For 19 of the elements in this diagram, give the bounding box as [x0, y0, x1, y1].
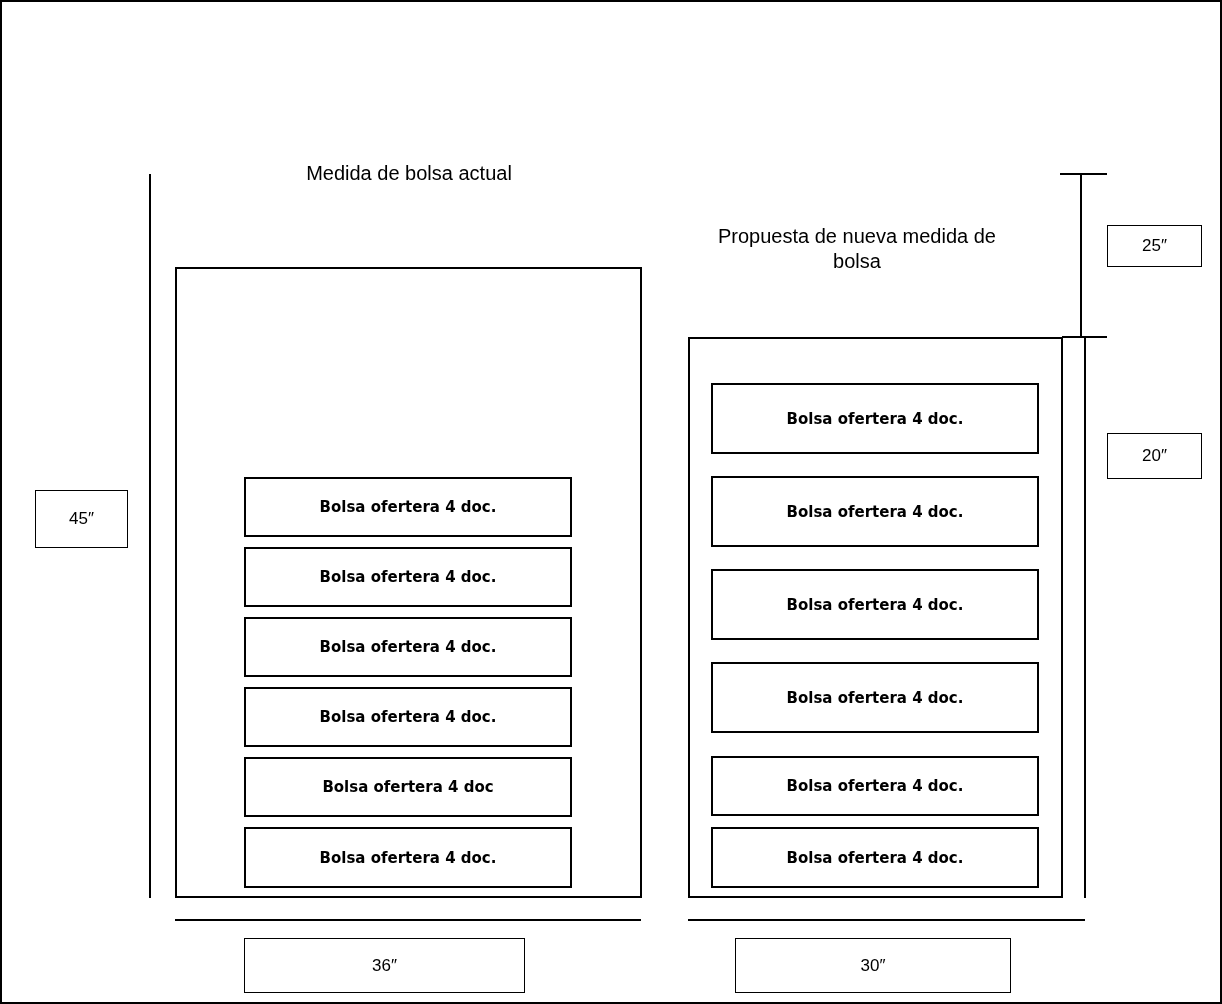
bag-box: Bolsa ofertera 4 doc. — [711, 756, 1039, 816]
dimension-box: 25″ — [1107, 225, 1202, 267]
bag-box: Bolsa ofertera 4 doc. — [244, 617, 572, 677]
bag-box: Bolsa ofertera 4 doc. — [711, 476, 1039, 547]
bag-box: Bolsa ofertera 4 doc — [244, 757, 572, 817]
bag-box: Bolsa ofertera 4 doc. — [244, 827, 572, 888]
dimension-box: 20″ — [1107, 433, 1202, 479]
bag-box: Bolsa ofertera 4 doc. — [711, 662, 1039, 733]
bag-box: Bolsa ofertera 4 doc. — [244, 547, 572, 607]
bag-box: Bolsa ofertera 4 doc. — [244, 477, 572, 537]
heading: Medida de bolsa actual — [305, 161, 513, 186]
dimension-box: 30″ — [735, 938, 1011, 993]
bag-box: Bolsa ofertera 4 doc. — [711, 827, 1039, 888]
bag-box: Bolsa ofertera 4 doc. — [244, 687, 572, 747]
bag-box: Bolsa ofertera 4 doc. — [711, 569, 1039, 640]
heading: Propuesta de nueva medida de bolsa — [717, 224, 997, 274]
bag-box: Bolsa ofertera 4 doc. — [711, 383, 1039, 454]
dimension-box: 36″ — [244, 938, 525, 993]
dimension-box: 45″ — [35, 490, 128, 548]
